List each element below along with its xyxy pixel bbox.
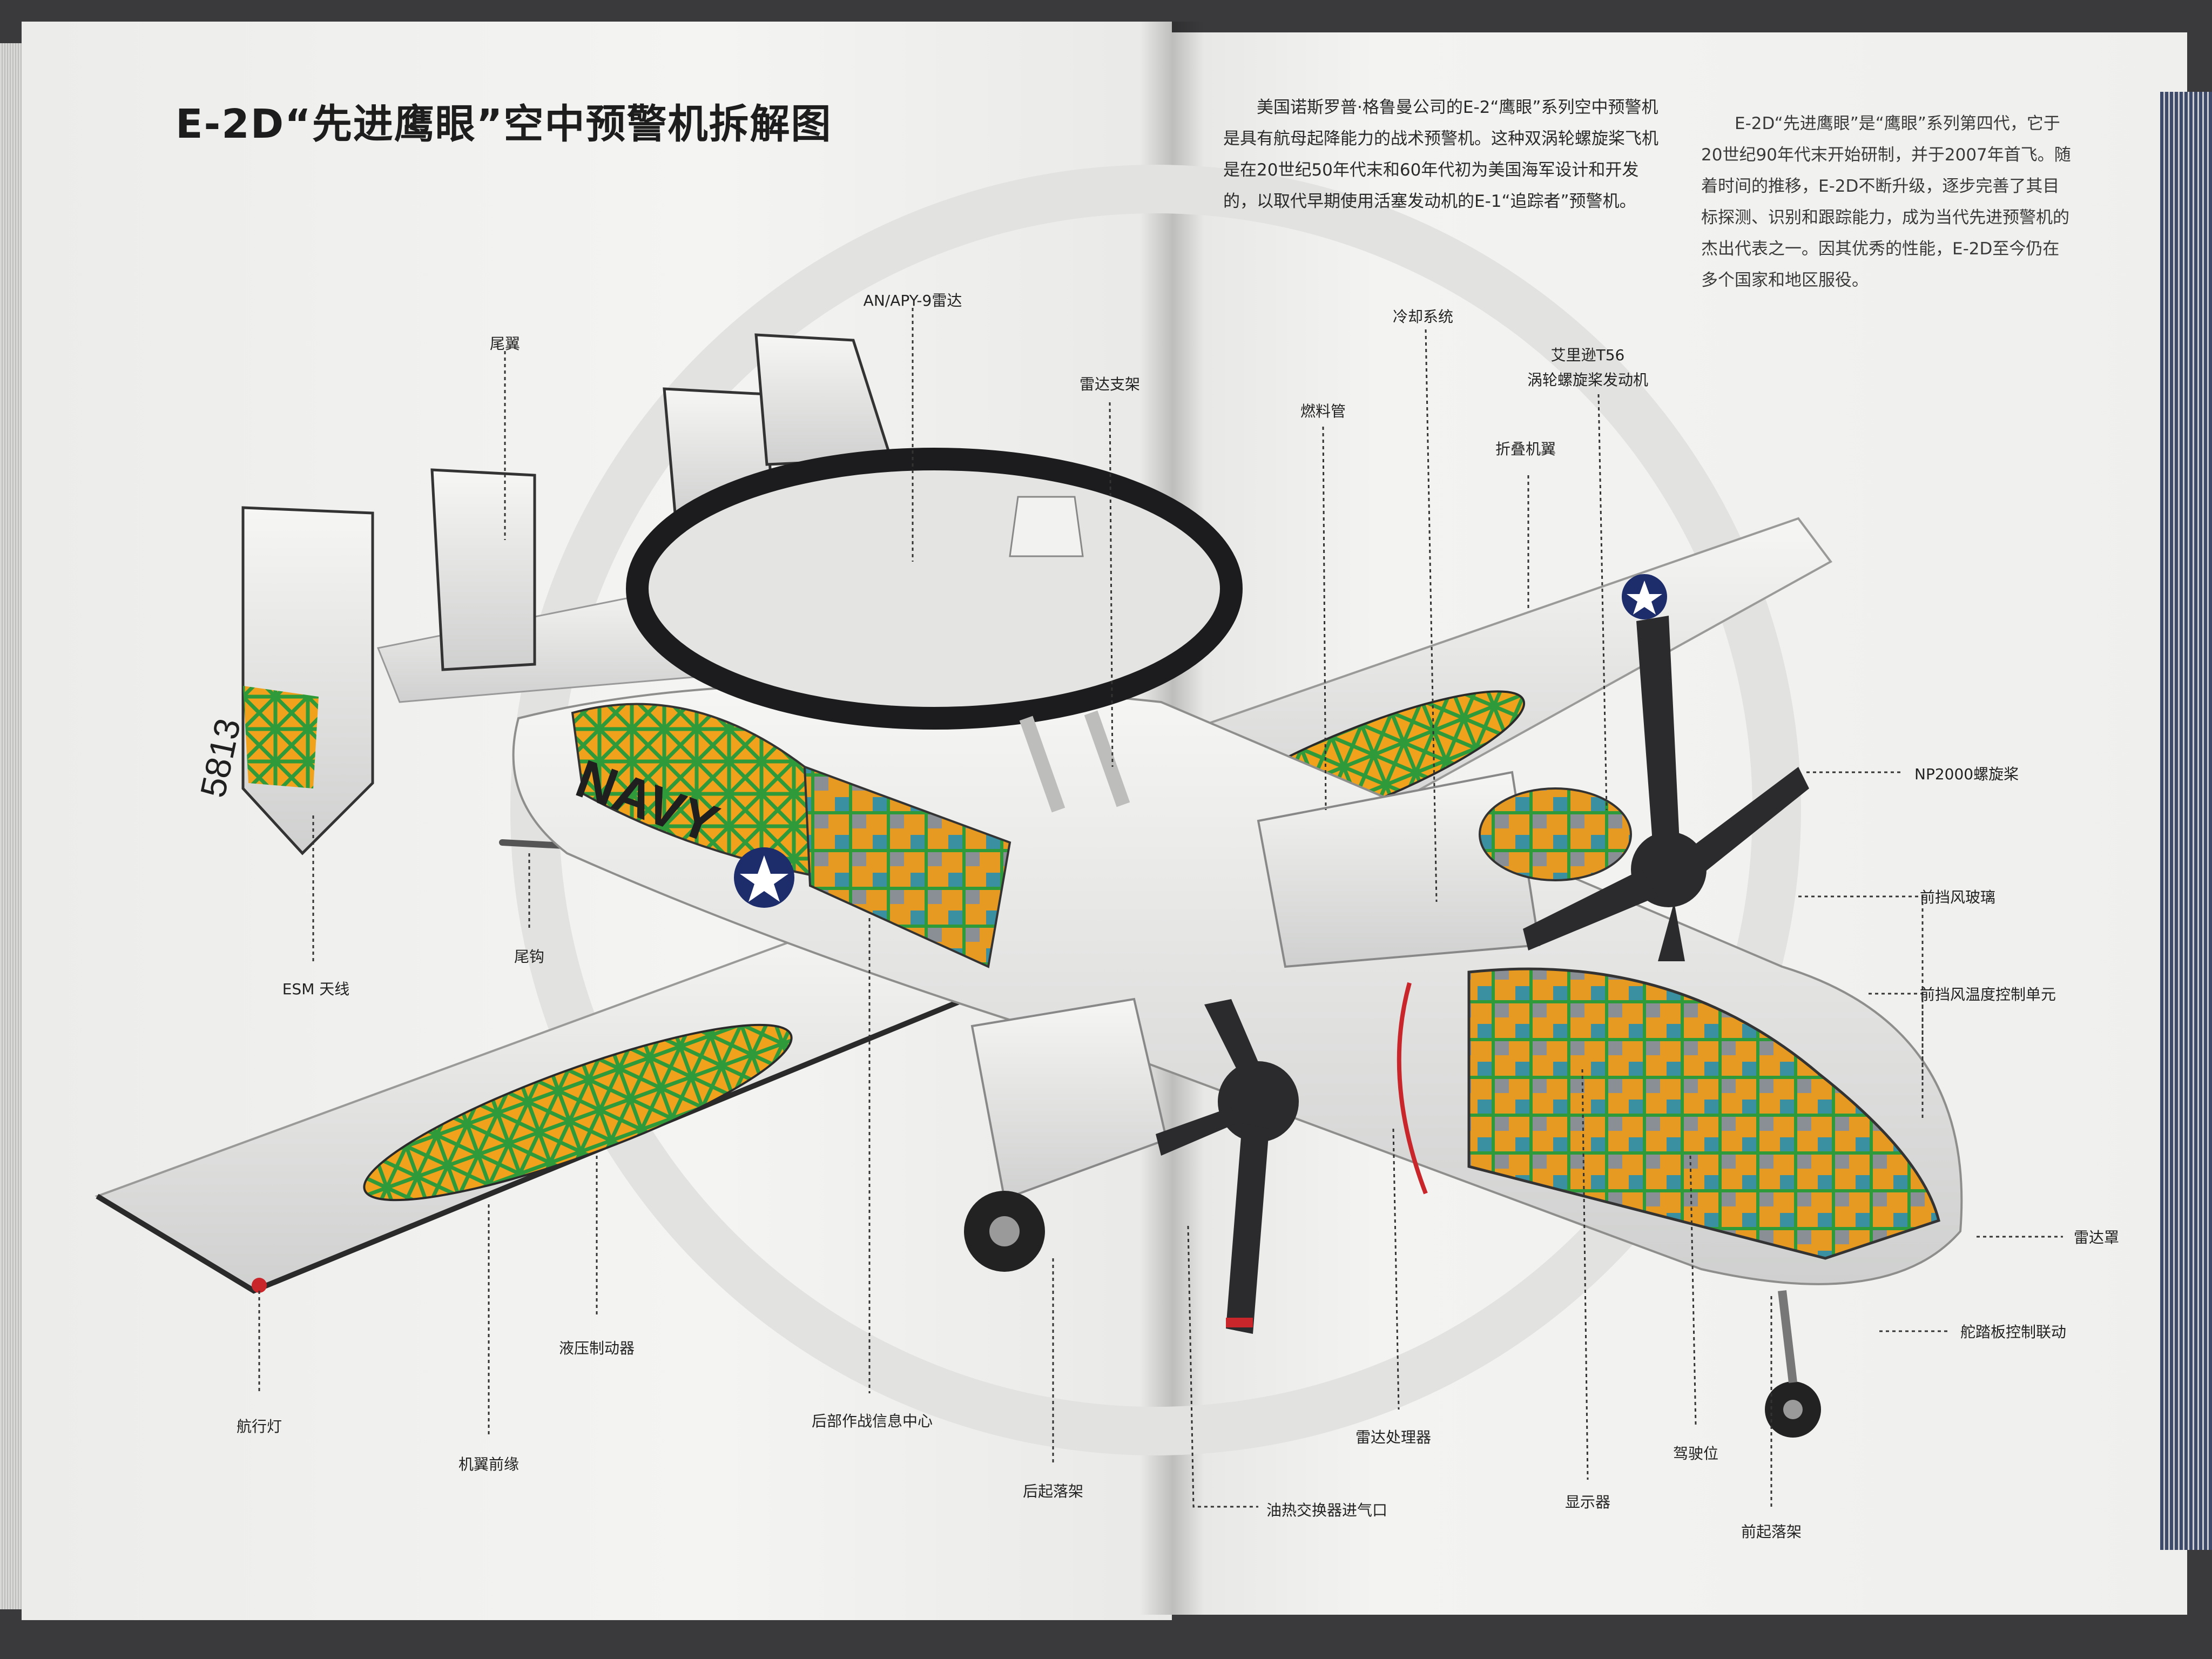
- label-radome: 雷达罩: [2074, 1229, 2120, 1246]
- tail-number: 5813: [192, 715, 248, 801]
- page-edges-left: [0, 43, 25, 1609]
- nav-light: [252, 1278, 267, 1293]
- label-engine-line2: 涡轮螺旋桨发动机: [1527, 371, 1649, 389]
- label-an-apy9-radar: AN/APY-9雷达: [863, 292, 962, 309]
- label-wing-leading-edge: 机翼前缘: [458, 1455, 520, 1473]
- label-nav-light: 航行灯: [236, 1418, 282, 1435]
- engine-cutaway: [1479, 787, 1632, 881]
- page-edges-right: [2160, 92, 2212, 1550]
- propeller-left: [1156, 999, 1299, 1334]
- rotodome-vent: [1009, 496, 1084, 557]
- label-hydraulic-brake: 液压制动器: [558, 1339, 635, 1357]
- cockpit-cutaway: [1467, 967, 1940, 1260]
- fin-4: [754, 333, 893, 466]
- fin-1: [241, 506, 374, 855]
- propeller-right: [1523, 616, 1809, 961]
- label-propeller: NP2000螺旋桨: [1914, 765, 2019, 783]
- label-engine-line1: 艾里逊T56: [1550, 346, 1625, 364]
- page-title: E-2D“先进鹰眼”空中预警机拆解图: [176, 101, 832, 147]
- engine-nacelle-left: [970, 997, 1168, 1201]
- label-radar-processor: 雷达处理器: [1355, 1428, 1432, 1446]
- left-wing-leading-edge: [96, 969, 1033, 1294]
- label-rear-cic: 后部作战信息中心: [811, 1412, 933, 1430]
- label-cockpit-seat: 驾驶位: [1673, 1445, 1719, 1462]
- left-wing-cutaway: [363, 1023, 793, 1202]
- label-windshield-temp-unit: 前挡风温度控制单元: [1920, 986, 2056, 1003]
- label-folding-wing: 折叠机翼: [1495, 440, 1556, 458]
- label-oil-cooler-intake: 油热交换器进气口: [1266, 1501, 1388, 1519]
- cic-cutaway: [803, 765, 1011, 968]
- fin-cutaway: [243, 686, 319, 788]
- label-tail-hook: 尾钩: [514, 948, 545, 966]
- label-display: 显示器: [1564, 1493, 1611, 1511]
- intro-paragraph-2: E-2D“先进鹰眼”是“鹰眼”系列第四代，它于20世纪90年代末开始研制，并于2…: [1701, 114, 2071, 290]
- label-main-gear: 后起落架: [1022, 1482, 1084, 1500]
- intro-paragraph-1: 美国诺斯罗普·格鲁曼公司的E-2“鹰眼”系列空中预警机是具有航母起降能力的战术预…: [1223, 98, 1658, 211]
- label-esm-antenna: ESM 天线: [282, 980, 350, 998]
- leader-lines: [258, 308, 2063, 1508]
- label-cooling-system: 冷却系统: [1392, 308, 1454, 326]
- label-windshield: 前挡风玻璃: [1920, 888, 1996, 906]
- fin-2: [430, 468, 536, 671]
- label-radar-pylon: 雷达支架: [1079, 375, 1141, 393]
- label-engine: 艾里逊T56 涡轮螺旋桨发动机: [1527, 343, 1648, 393]
- fuselage-red-stripe: [1397, 982, 1428, 1195]
- label-tail: 尾翼: [489, 335, 521, 353]
- label-fuel-pipe: 燃料管: [1300, 402, 1346, 420]
- label-rudder-pedal-linkage: 舵踏板控制联动: [1960, 1323, 2067, 1341]
- rotodome: [626, 448, 1243, 730]
- rotodome-pylon: [1019, 710, 1130, 813]
- label-nose-gear: 前起落架: [1741, 1523, 1802, 1541]
